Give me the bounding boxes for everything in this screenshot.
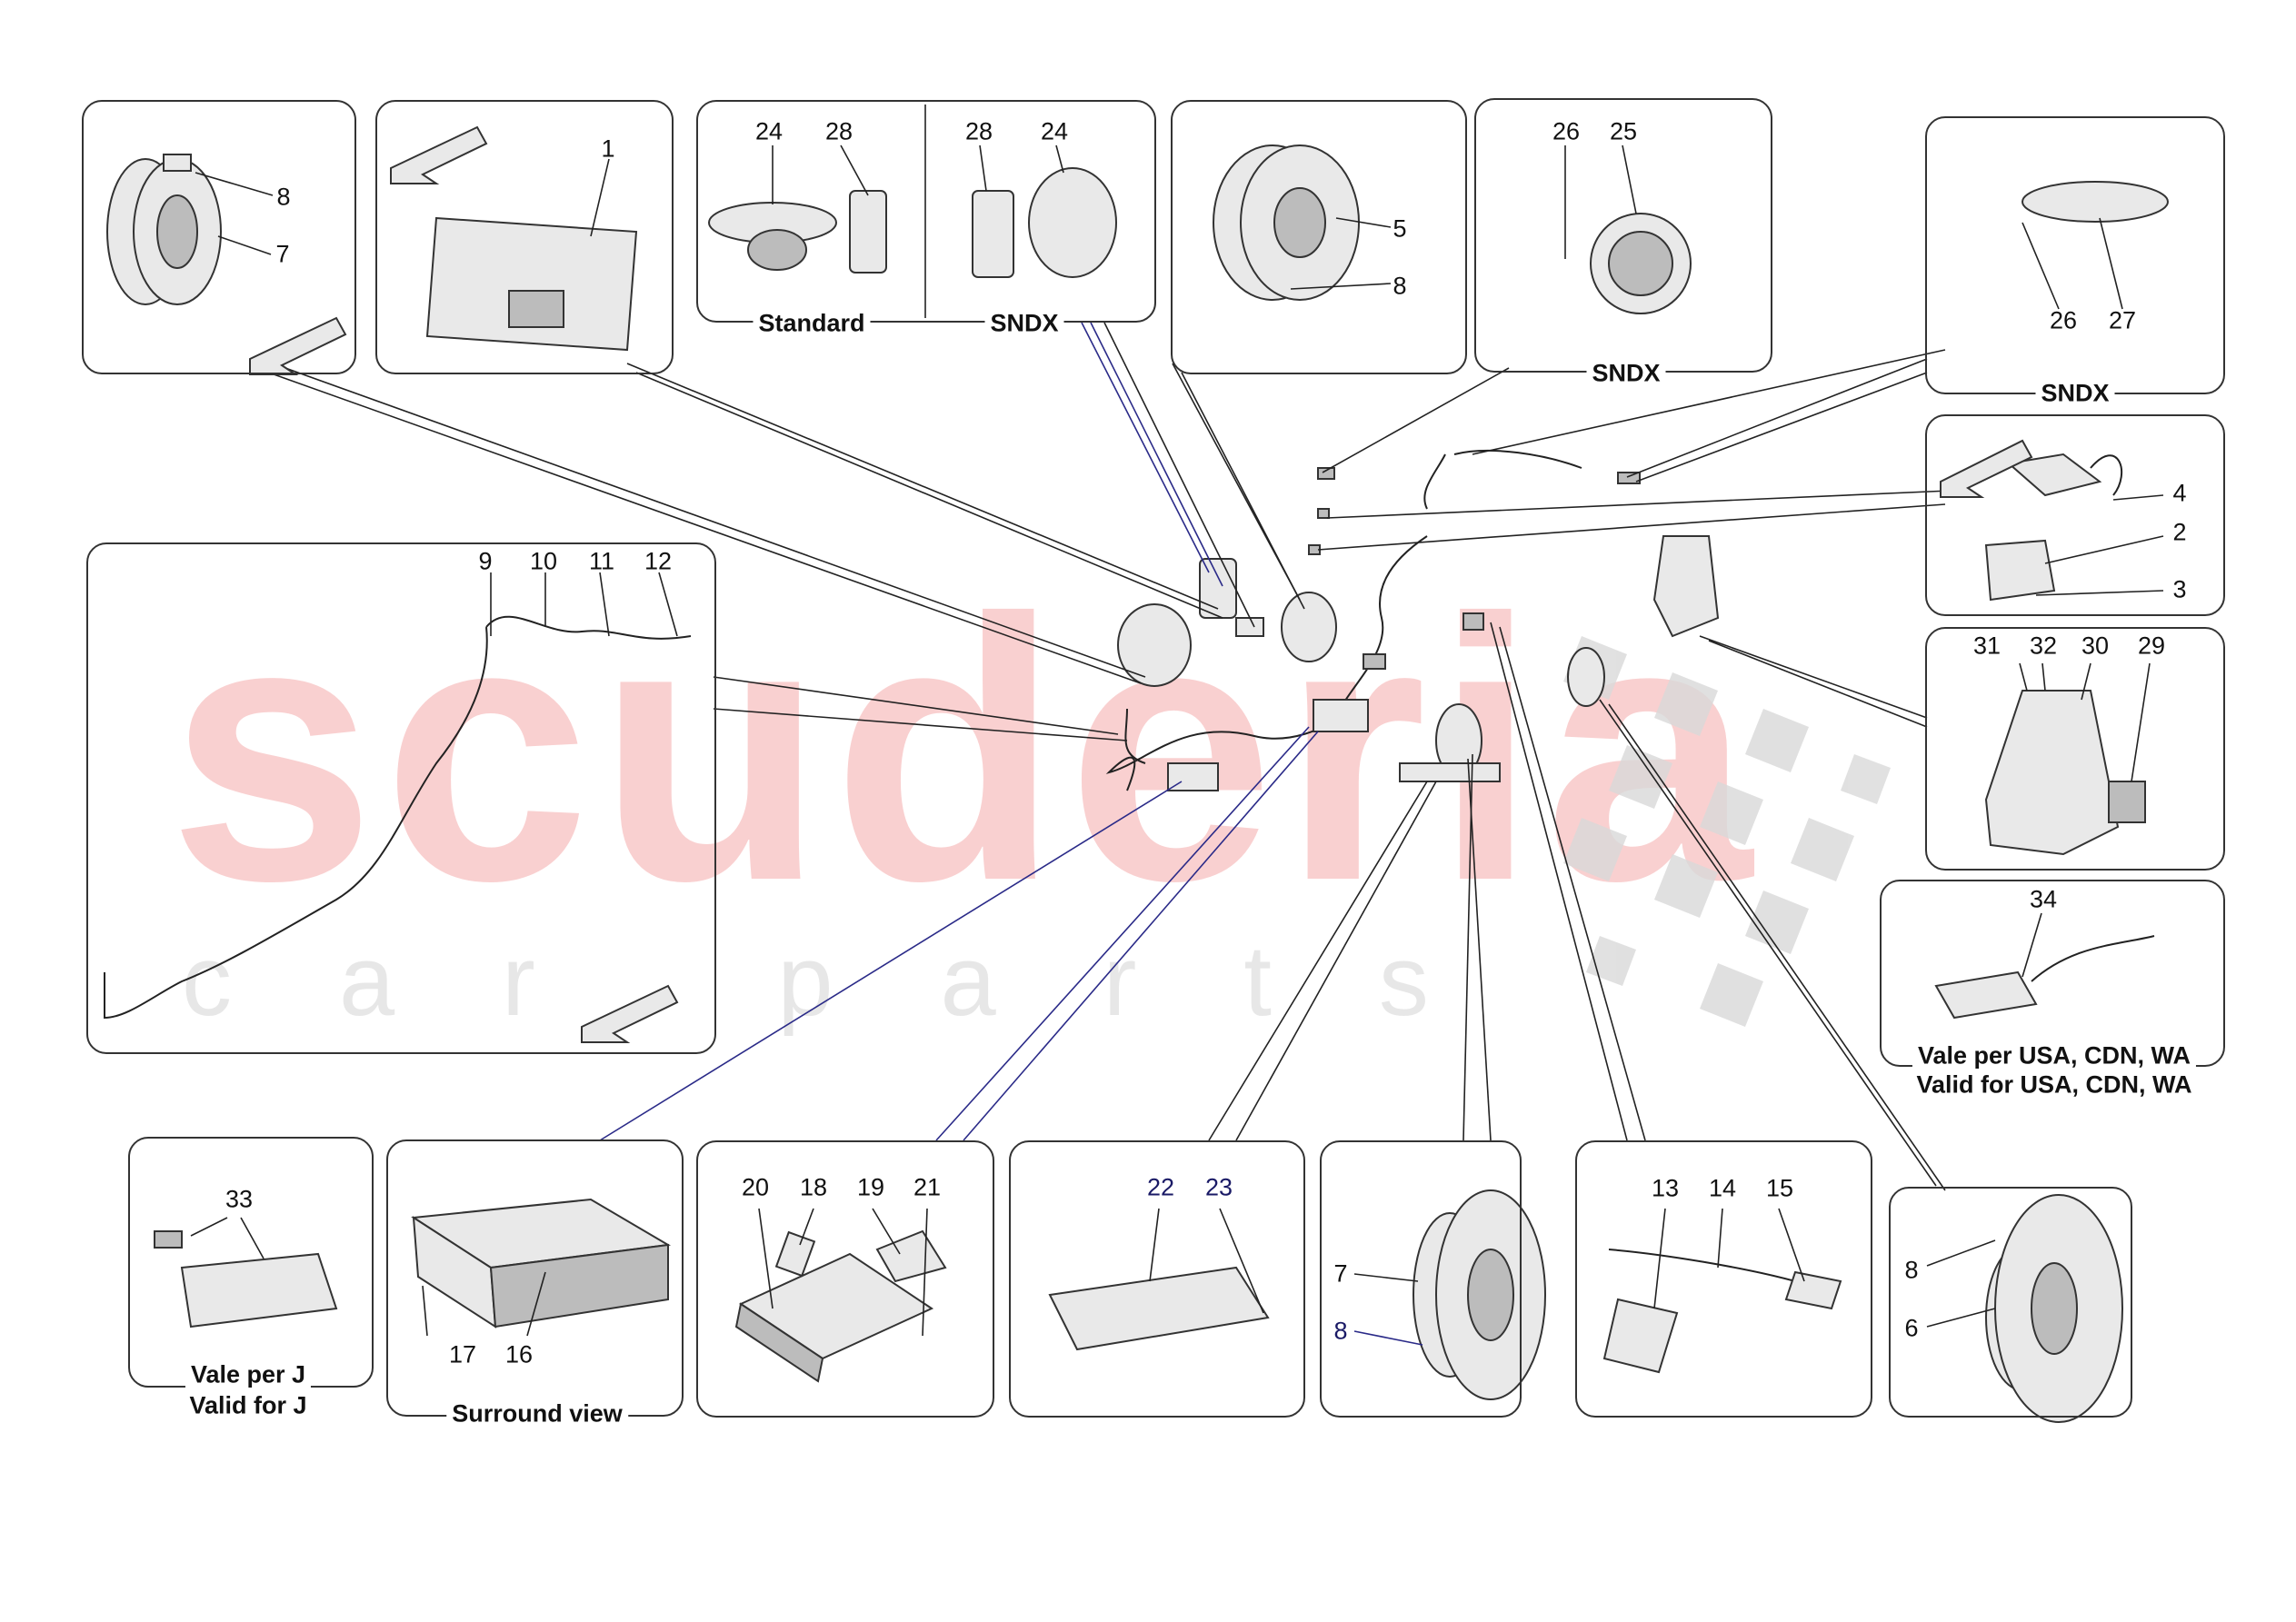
callout-7-b: 7 (1333, 1259, 1348, 1288)
callout-2: 2 (2172, 518, 2187, 546)
callout-21: 21 (913, 1173, 942, 1201)
callout-27: 27 (2108, 306, 2137, 334)
speaker-6-drawing (1926, 1194, 2123, 1423)
callout-17: 17 (448, 1340, 477, 1368)
antenna-drawing (1940, 439, 2164, 602)
panel-speaker-5 (1171, 100, 1467, 374)
panel-antenna (1925, 414, 2225, 616)
callout-7-a: 7 (275, 240, 290, 268)
caption-valid-j: Valid for J (184, 1391, 313, 1420)
callout-6: 6 (1904, 1314, 1919, 1342)
callout-31: 31 (1972, 632, 2002, 660)
antenna-wire-drawing (104, 572, 692, 1043)
panel-surround-view (386, 1139, 684, 1417)
housing-29-drawing (1984, 662, 2151, 856)
callout-28-b: 28 (964, 117, 993, 145)
caption-surround-view: Surround view (446, 1399, 628, 1428)
caption-sndx-speaker-27: SNDX (2035, 379, 2115, 408)
panel-speaker-27 (1925, 116, 2225, 394)
callout-26-a: 26 (1552, 117, 1581, 145)
callout-20: 20 (741, 1173, 770, 1201)
caption-standard: Standard (753, 309, 871, 338)
callout-11: 11 (588, 547, 615, 575)
speaker-5-drawing (1213, 144, 1392, 301)
panel-antenna-wire (86, 542, 716, 1054)
callout-14: 14 (1708, 1174, 1737, 1202)
caption-vale-usa: Vale per USA, CDN, WA (1912, 1041, 2197, 1070)
caption-sndx-speaker-25: SNDX (1586, 359, 1666, 388)
callout-15: 15 (1765, 1174, 1794, 1202)
callout-30: 30 (2081, 632, 2110, 660)
panel-speaker-7b (1320, 1140, 1522, 1418)
caption-sndx-tweeters: SNDX (984, 309, 1064, 338)
panel-speaker-6 (1889, 1187, 2132, 1418)
speaker-27-drawing (2021, 181, 2169, 310)
callout-5: 5 (1393, 214, 1407, 243)
callout-23: 23 (1204, 1173, 1233, 1201)
panel-wireless-charger (1575, 1140, 1872, 1418)
callout-33: 33 (225, 1185, 254, 1213)
panel-display-1 (375, 100, 674, 374)
callout-10: 10 (529, 547, 558, 575)
panel-amplifier-20 (696, 1140, 994, 1418)
callout-19: 19 (856, 1173, 885, 1201)
callout-8-d: 8 (1904, 1256, 1919, 1284)
callout-28-a: 28 (824, 117, 854, 145)
callout-24-b: 24 (1040, 117, 1069, 145)
amplifier-22-drawing (1048, 1208, 1270, 1351)
module-34-drawing (1934, 912, 2155, 1020)
amplifier-20-drawing (734, 1208, 947, 1383)
module-33-drawing (154, 1217, 338, 1328)
callout-34: 34 (2029, 885, 2058, 913)
panel-amplifier-22 (1009, 1140, 1305, 1418)
callout-25: 25 (1609, 117, 1638, 145)
callout-9: 9 (478, 547, 493, 575)
callout-3: 3 (2172, 575, 2187, 603)
caption-vale-j: Vale per J (185, 1360, 312, 1389)
checkered-flag-icon (1563, 636, 1891, 1027)
callout-29: 29 (2137, 632, 2166, 660)
callout-22: 22 (1146, 1173, 1175, 1201)
callout-12: 12 (644, 547, 673, 575)
speaker-7-drawing (106, 154, 347, 375)
callout-26-b: 26 (2049, 306, 2078, 334)
callout-8-c: 8 (1333, 1317, 1348, 1345)
wireless-charger-drawing (1602, 1208, 1842, 1374)
callout-1: 1 (601, 134, 615, 163)
panel-module-33 (128, 1137, 374, 1388)
callout-13: 13 (1651, 1174, 1680, 1202)
callout-8-a: 8 (276, 183, 291, 211)
callout-24-a: 24 (754, 117, 784, 145)
panel-tweeters (696, 100, 1156, 323)
callout-18: 18 (799, 1173, 828, 1201)
callout-16: 16 (504, 1340, 534, 1368)
panel-speaker-7 (82, 100, 356, 374)
callout-32: 32 (2029, 632, 2058, 660)
callout-4: 4 (2172, 479, 2187, 507)
leader-lines (263, 322, 1951, 1191)
speaker-25-drawing (1564, 144, 1692, 314)
display-1-drawing (390, 125, 638, 352)
surround-view-module-drawing (411, 1198, 672, 1337)
caption-valid-usa: Valid for USA, CDN, WA (1911, 1070, 2198, 1100)
speaker-7b-drawing (1353, 1189, 1546, 1400)
callout-8-b: 8 (1393, 272, 1407, 300)
panel-housing-29 (1925, 627, 2225, 871)
tweeter-drawing (708, 104, 1117, 318)
central-assembly (1105, 450, 1720, 791)
